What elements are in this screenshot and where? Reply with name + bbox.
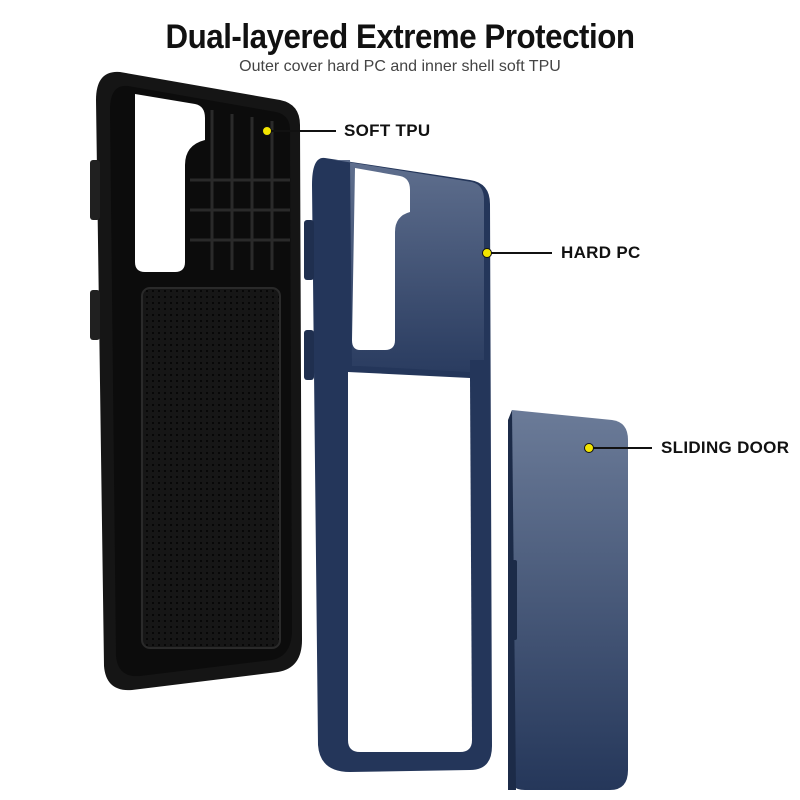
tpu-shell [90, 71, 302, 691]
pc-frame [304, 157, 492, 772]
sliding-door [508, 410, 628, 790]
callout-sliding-door-pointer [584, 443, 652, 453]
callout-hard-pc-pointer [482, 248, 552, 258]
callout-soft-tpu-pointer [262, 126, 336, 136]
headline-subtitle: Outer cover hard PC and inner shell soft… [239, 58, 561, 75]
callout-soft-tpu: SOFT TPU [344, 121, 431, 140]
callout-hard-pc: HARD PC [561, 243, 641, 262]
headline-title: Dual-layered Extreme Protection [165, 18, 635, 56]
callout-sliding-door: SLIDING DOOR [661, 438, 790, 457]
